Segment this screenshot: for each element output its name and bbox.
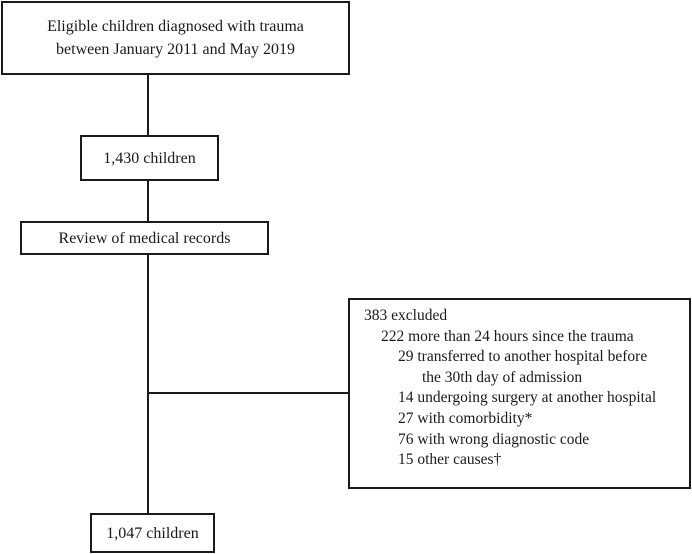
eligible-line-1: Eligible children diagnosed with trauma	[47, 18, 304, 35]
review-records-box: Review of medical records	[20, 221, 269, 255]
connector-eligible-to-1430	[147, 75, 149, 135]
excluded-reason: 29 transferred to another hospital befor…	[398, 348, 648, 366]
connector-to-excluded	[147, 392, 348, 394]
count-1430-box: 1,430 children	[80, 135, 219, 181]
excluded-reason: 222 more than 24 hours since the trauma	[381, 327, 634, 345]
eligible-line-2: between January 2011 and May 2019	[56, 41, 295, 58]
excluded-header: 383 excluded	[364, 307, 448, 324]
excluded-reason: 15 other causes†	[398, 451, 502, 469]
eligible-children-box: Eligible children diagnosed with trauma …	[1, 1, 350, 75]
excluded-reason: 76 with wrong diagnostic code	[398, 430, 590, 448]
excluded-reason: 27 with comorbidity*	[398, 409, 533, 427]
excluded-box: 383 excluded 222 more than 24 hours sinc…	[348, 298, 691, 489]
connector-review-to-1047	[147, 255, 149, 513]
count-1430-label: 1,430 children	[103, 149, 196, 167]
connector-1430-to-review	[147, 181, 149, 221]
review-label: Review of medical records	[58, 229, 231, 247]
excluded-reason: 14 undergoing surgery at another hospita…	[398, 389, 657, 407]
count-1047-box: 1,047 children	[90, 513, 215, 553]
count-1047-label: 1,047 children	[106, 524, 199, 542]
excluded-reason: the 30th day of admission	[422, 368, 583, 386]
